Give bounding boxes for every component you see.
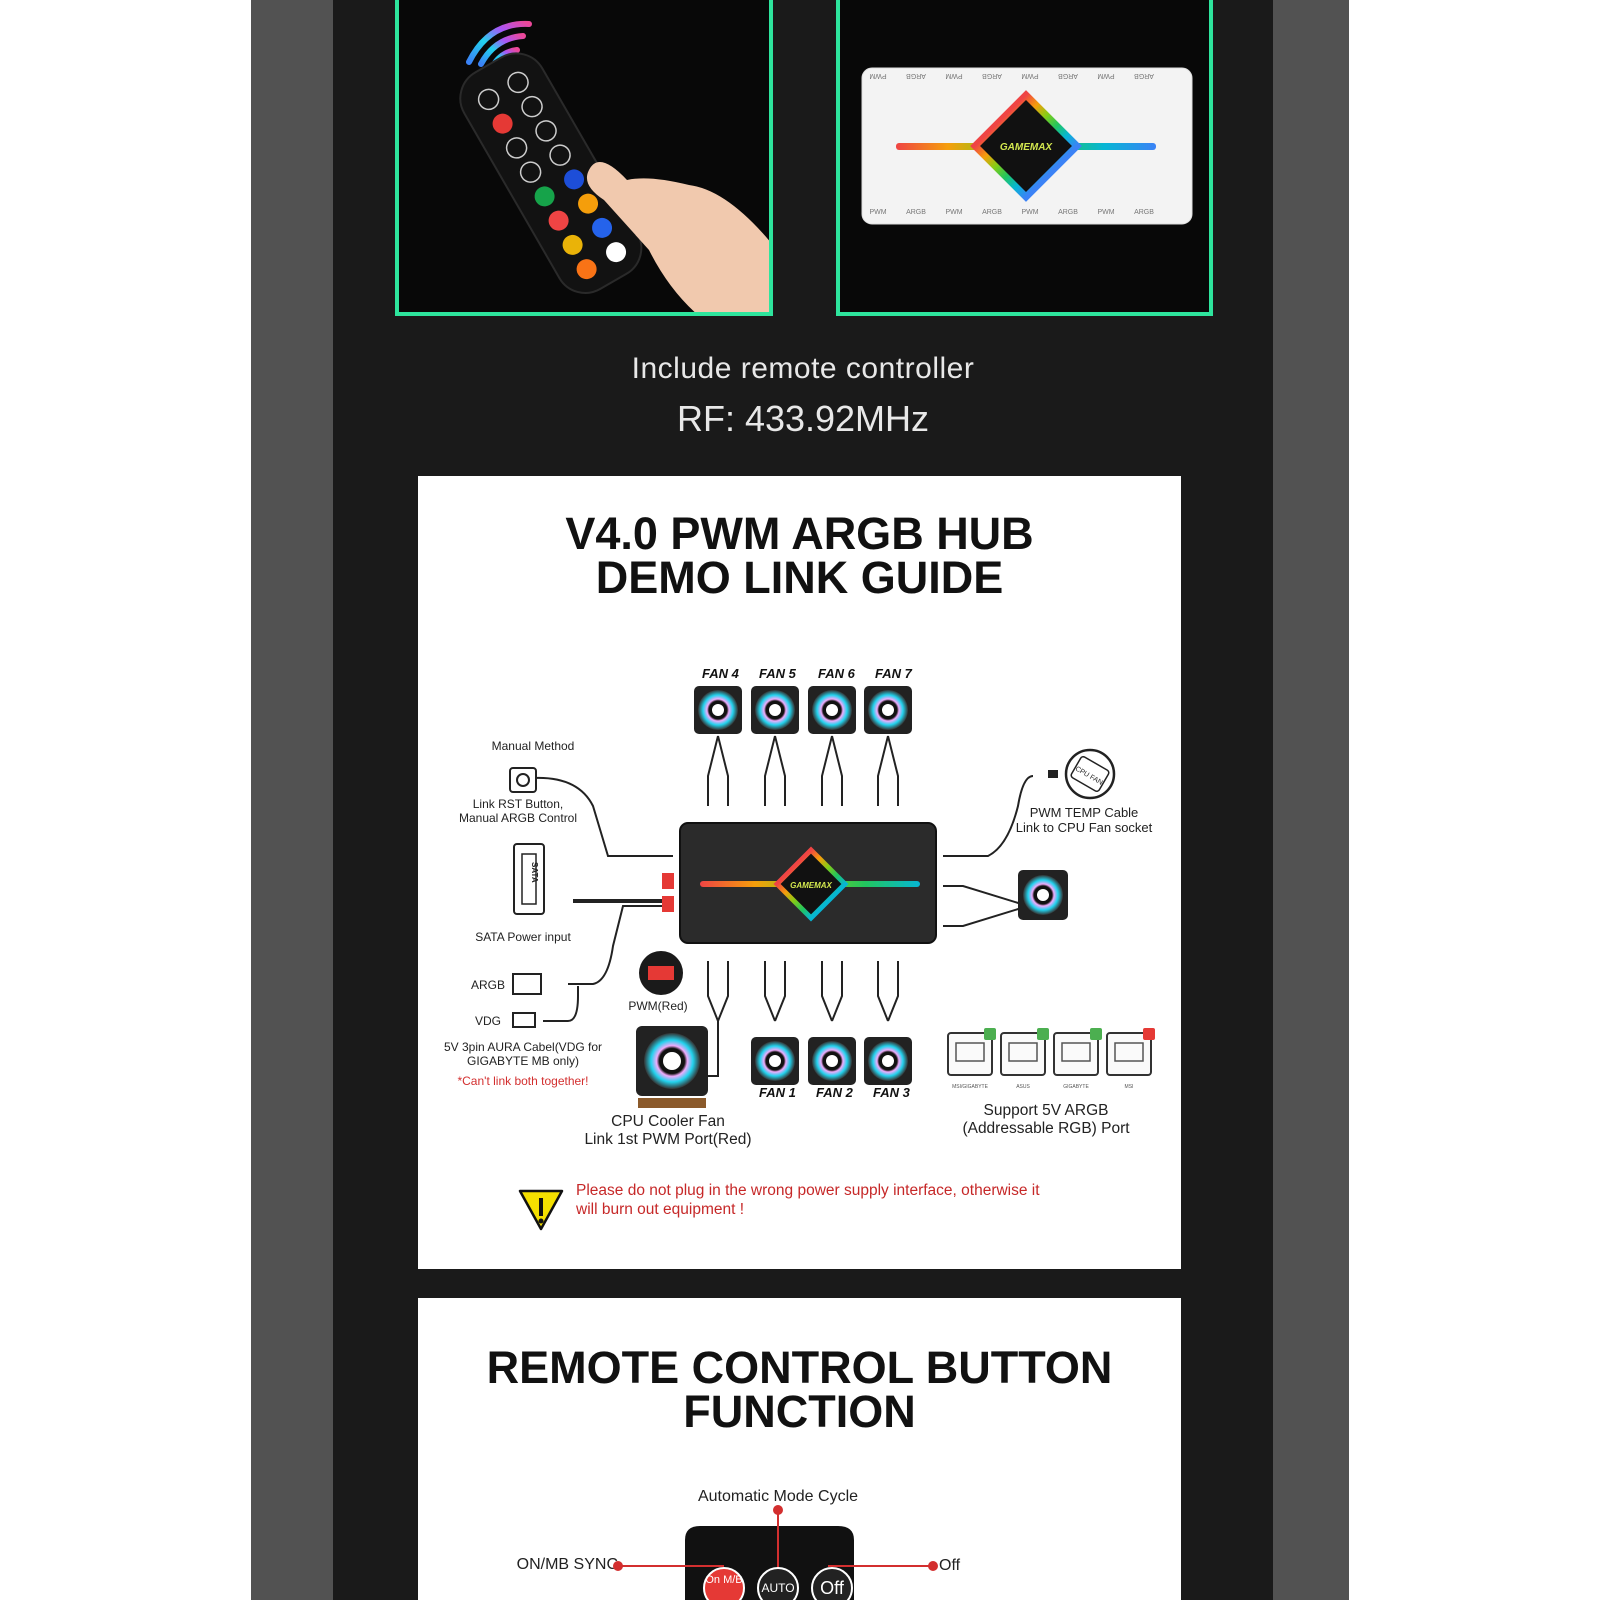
off-button-label: Off bbox=[820, 1578, 844, 1598]
motherboard-port-icon: MSI bbox=[1106, 1028, 1155, 1090]
argb-label: ARGB bbox=[470, 978, 505, 992]
hub-device: GAMEMAX bbox=[662, 822, 937, 944]
remote-function-diagram bbox=[613, 1505, 938, 1600]
auto-mode-label: Automatic Mode Cycle bbox=[697, 1488, 859, 1505]
hub-port-label: PWM bbox=[869, 72, 886, 79]
warning-text: Please do not plug in the wrong power su… bbox=[576, 1182, 1040, 1218]
off-button bbox=[811, 1567, 853, 1600]
on-mb-button-label: On M/B bbox=[705, 1574, 743, 1586]
motherboard-brand-label: MSI bbox=[1125, 1084, 1134, 1090]
fan-4-label: FAN 4 bbox=[702, 666, 739, 681]
fan-bottom-1 bbox=[751, 1037, 799, 1085]
hub-brand-label: GAMEMAX bbox=[790, 881, 832, 890]
hub-port-label: ARGB bbox=[906, 209, 926, 216]
on-mb-button bbox=[703, 1567, 745, 1600]
fan-3-label: FAN 3 bbox=[873, 1085, 910, 1100]
hand bbox=[586, 162, 769, 312]
rst-label: Link RST Button,Manual ARGB Control bbox=[458, 797, 578, 825]
sata-connector-icon: SATA bbox=[513, 843, 545, 915]
remote-function-card: REMOTE CONTROL BUTTON FUNCTION Automatic… bbox=[418, 1298, 1181, 1600]
remote-photo bbox=[395, 0, 773, 316]
warning-icon bbox=[518, 1189, 564, 1231]
motherboard-port-icon: MSI/GIGABYTE bbox=[947, 1028, 996, 1090]
motherboard-brand-label: MSI/GIGABYTE bbox=[952, 1084, 989, 1090]
pwm-red-label: PWM(Red) bbox=[628, 999, 688, 1013]
hub-photo: GAMEMAX PWM ARGB PWM ARGB PWM ARGB PWM ARGB PWM… bbox=[836, 0, 1213, 316]
on-mb-sync-label: ON/MB SYNC bbox=[516, 1556, 618, 1573]
remote-body bbox=[459, 52, 643, 294]
fan-bottom-3 bbox=[864, 1037, 912, 1085]
remote-function-title: REMOTE CONTROL BUTTON FUNCTION bbox=[486, 1342, 1113, 1438]
remote-illustration bbox=[459, 20, 769, 312]
fan-7-label: FAN 7 bbox=[875, 666, 912, 681]
vdg-label: VDG bbox=[474, 1014, 501, 1028]
hub-port-label: ARGB bbox=[1134, 209, 1154, 216]
wiring-diagram: GAMEMAX SATA bbox=[509, 686, 1155, 1231]
hub-port-label: ARGB bbox=[1058, 72, 1078, 79]
fan-top-5 bbox=[751, 686, 799, 734]
rf-frequency: RF: 433.92MHz bbox=[676, 398, 930, 439]
fan-top-6 bbox=[808, 686, 856, 734]
hub-illustration: GAMEMAX PWM ARGB PWM ARGB PWM ARGB PWM ARGB PWM… bbox=[861, 67, 1193, 225]
bottom-fans bbox=[751, 1037, 912, 1085]
fan-2-label: FAN 2 bbox=[816, 1085, 853, 1100]
hub-port-label: ARGB bbox=[906, 72, 926, 79]
motherboard-port-icon: GIGABYTE bbox=[1053, 1028, 1102, 1090]
aura-note: *Can't link both together! bbox=[457, 1074, 589, 1088]
off-label: Off bbox=[939, 1557, 961, 1574]
top-fans bbox=[694, 686, 912, 734]
vdg-plug-icon bbox=[512, 1012, 536, 1028]
hub-port-label: PWM bbox=[945, 72, 962, 79]
hub-brand-text: GAMEMAX bbox=[1000, 142, 1054, 153]
hub-port-label: ARGB bbox=[1134, 72, 1154, 79]
hub-port-label: PWM bbox=[1021, 209, 1038, 216]
auto-button bbox=[757, 1567, 799, 1600]
hub-port-label: PWM bbox=[1097, 209, 1114, 216]
hub-port-label: PWM bbox=[869, 209, 886, 216]
fan-top-4 bbox=[694, 686, 742, 734]
argb-plug-icon bbox=[512, 973, 542, 995]
hub-port-label: ARGB bbox=[982, 72, 1002, 79]
fan-top-7 bbox=[864, 686, 912, 734]
hub-port-label: PWM bbox=[1097, 72, 1114, 79]
rst-button-icon bbox=[509, 767, 537, 793]
auto-button-label: AUTO bbox=[761, 1581, 795, 1595]
fan-1-label: FAN 1 bbox=[759, 1085, 796, 1100]
support-argb-label: Support 5V ARGB(Addressable RGB) Port bbox=[962, 1102, 1130, 1137]
motherboard-icons: MSI/GIGABYTE ASUS GIGABYTE MSI bbox=[947, 1028, 1155, 1090]
sata-plug-text: SATA bbox=[530, 862, 539, 883]
fan-5-label: FAN 5 bbox=[759, 666, 796, 681]
motherboard-brand-label: GIGABYTE bbox=[1063, 1084, 1089, 1090]
cpu-fan-socket-icon: CPU FAN bbox=[1048, 748, 1116, 800]
remote-caption: Include remote controller bbox=[631, 352, 975, 385]
fan-bottom-2 bbox=[808, 1037, 856, 1085]
motherboard-brand-label: ASUS bbox=[1016, 1084, 1030, 1090]
hub-port-label: ARGB bbox=[1058, 209, 1078, 216]
hub-port-label: PWM bbox=[1021, 72, 1038, 79]
cables bbox=[532, 735, 1034, 1077]
link-guide-card: V4.0 PWM ARGB HUB DEMO LINK GUIDE bbox=[418, 476, 1181, 1269]
cpu-cooler-icon bbox=[636, 1026, 708, 1108]
side-fan bbox=[1018, 870, 1068, 920]
guide-title: V4.0 PWM ARGB HUB DEMO LINK GUIDE bbox=[565, 508, 1034, 604]
pwm-red-connector-icon bbox=[639, 951, 683, 995]
sata-power-label: SATA Power input bbox=[475, 930, 571, 944]
fan-6-label: FAN 6 bbox=[818, 666, 855, 681]
manual-method-label: Manual Method bbox=[491, 739, 575, 753]
motherboard-port-icon: ASUS bbox=[1000, 1028, 1049, 1090]
hub-port-label: PWM bbox=[945, 209, 962, 216]
hub-port-label: ARGB bbox=[982, 209, 1002, 216]
